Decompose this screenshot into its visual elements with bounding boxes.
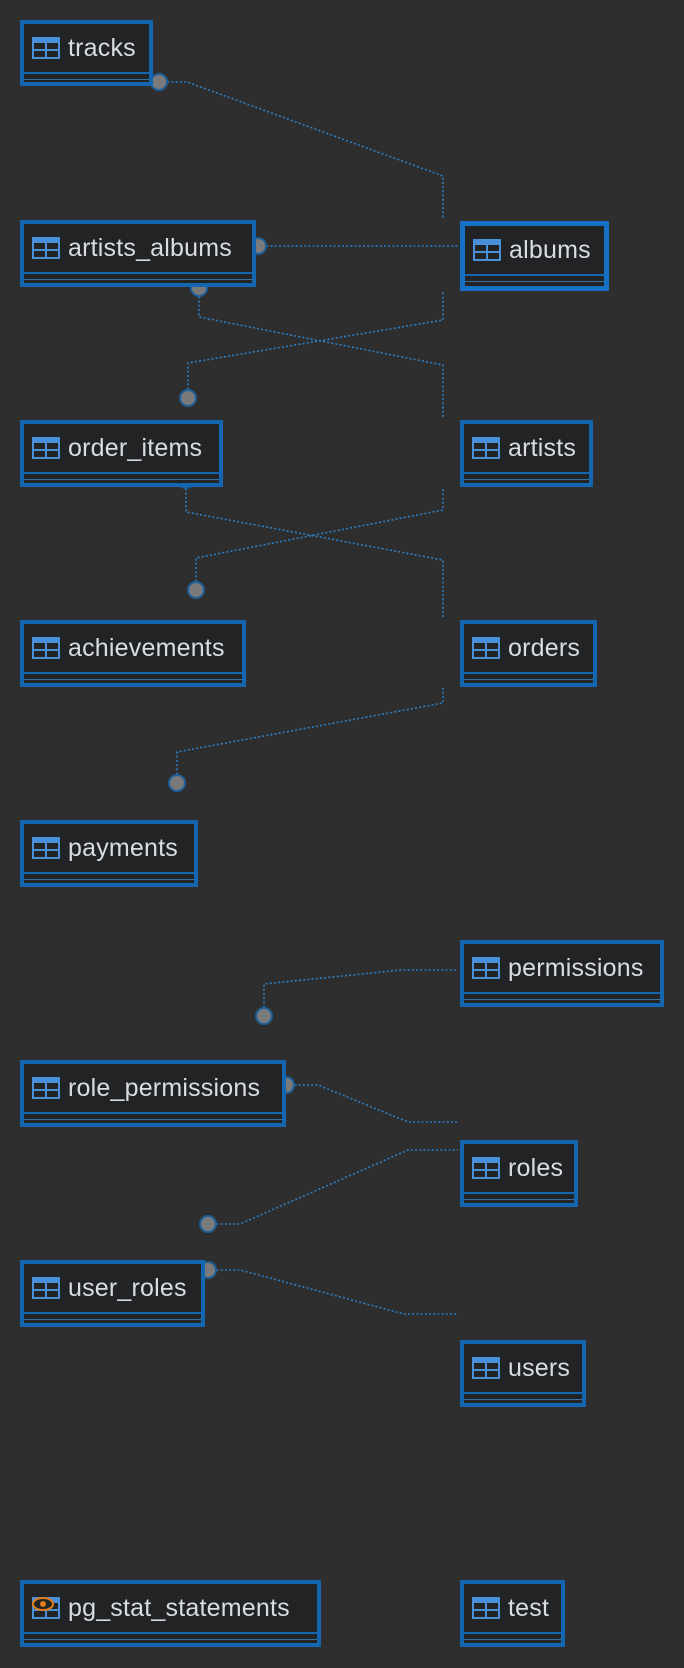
- table-tracks[interactable]: tracks: [20, 20, 153, 86]
- table-columns-collapsed: [24, 872, 194, 886]
- relation-achievements-artists: [195, 488, 444, 590]
- table-name-artists: artists: [508, 433, 577, 462]
- table-grid-icon: [32, 637, 60, 659]
- relation-role-permissions-permissions: [263, 969, 458, 1016]
- table-columns-collapsed: [464, 672, 593, 686]
- table-name-artists-albums: artists_albums: [68, 233, 232, 262]
- table-name-albums: albums: [509, 235, 591, 264]
- relation-endpoint-handle[interactable]: [255, 1007, 273, 1025]
- table-columns-collapsed: [24, 72, 149, 86]
- table-name-order-items: order_items: [68, 433, 203, 462]
- table-columns-collapsed: [24, 672, 242, 686]
- table-name-roles: roles: [508, 1153, 564, 1182]
- relation-endpoint-handle[interactable]: [187, 581, 205, 599]
- relation-role-permissions-roles: [286, 1084, 458, 1123]
- relation-endpoint-handle[interactable]: [179, 389, 197, 407]
- table-roles[interactable]: roles: [460, 1140, 578, 1207]
- view-pg-stat-statements[interactable]: pg_stat_statements: [20, 1580, 321, 1647]
- table-columns-collapsed: [24, 472, 219, 486]
- table-grid-icon: [472, 1597, 500, 1619]
- table-order-items[interactable]: order_items: [20, 420, 223, 487]
- table-grid-icon: [472, 437, 500, 459]
- table-artists-albums[interactable]: artists_albums: [20, 220, 256, 287]
- table-name-orders: orders: [508, 633, 581, 662]
- table-columns-collapsed: [464, 472, 589, 486]
- table-grid-icon: [32, 37, 60, 59]
- table-albums[interactable]: albums: [460, 221, 609, 291]
- table-grid-icon: [472, 1357, 500, 1379]
- table-grid-icon: [32, 1277, 60, 1299]
- table-name-users: users: [508, 1353, 571, 1382]
- relation-endpoint-handle[interactable]: [168, 774, 186, 792]
- table-grid-icon: [32, 237, 60, 259]
- view-eye-icon: [32, 1597, 54, 1611]
- table-name-tracks: tracks: [68, 33, 136, 62]
- table-grid-icon: [472, 957, 500, 979]
- table-columns-collapsed: [24, 1112, 282, 1126]
- table-name-role-permissions: role_permissions: [68, 1073, 261, 1102]
- relation-user-roles-roles: [208, 1149, 458, 1225]
- table-grid-icon: [472, 1157, 500, 1179]
- table-grid-icon: [32, 837, 60, 859]
- table-permissions[interactable]: permissions: [460, 940, 664, 1007]
- table-payments[interactable]: payments: [20, 820, 198, 887]
- table-grid-icon: [32, 1077, 60, 1099]
- relation-order-items-albums: [187, 292, 444, 398]
- table-columns-collapsed: [24, 1632, 317, 1646]
- table-grid-icon: [472, 637, 500, 659]
- table-columns-collapsed: [24, 1312, 201, 1326]
- table-columns-collapsed: [24, 272, 252, 286]
- relation-user-roles-users: [208, 1269, 458, 1315]
- table-columns-collapsed: [464, 1392, 582, 1406]
- table-user-roles[interactable]: user_roles: [20, 1260, 205, 1327]
- table-test[interactable]: test: [460, 1580, 565, 1647]
- table-orders[interactable]: orders: [460, 620, 597, 687]
- table-grid-icon: [473, 239, 501, 261]
- relation-payments-orders: [176, 688, 444, 783]
- table-columns-collapsed: [464, 992, 660, 1006]
- table-users[interactable]: users: [460, 1340, 586, 1407]
- table-columns-collapsed: [464, 1192, 574, 1206]
- table-artists[interactable]: artists: [460, 420, 593, 487]
- table-name-test: test: [508, 1593, 550, 1622]
- table-name-user-roles: user_roles: [68, 1273, 187, 1302]
- table-name-permissions: permissions: [508, 953, 644, 982]
- table-columns-collapsed: [464, 1632, 561, 1646]
- table-achievements[interactable]: achievements: [20, 620, 246, 687]
- table-name-pg-stat-statements: pg_stat_statements: [68, 1593, 290, 1622]
- table-name-achievements: achievements: [68, 633, 225, 662]
- relation-tracks-albums: [159, 81, 444, 219]
- table-grid-icon: [32, 437, 60, 459]
- relation-artists-albums-artists: [198, 288, 444, 418]
- table-role-permissions[interactable]: role_permissions: [20, 1060, 286, 1127]
- relation-endpoint-handle[interactable]: [199, 1215, 217, 1233]
- table-grid-icon: [32, 1597, 60, 1619]
- relation-order-items-orders: [185, 480, 444, 618]
- table-columns-collapsed: [465, 274, 604, 288]
- relation-endpoint-handle[interactable]: [150, 73, 168, 91]
- table-name-payments: payments: [68, 833, 178, 862]
